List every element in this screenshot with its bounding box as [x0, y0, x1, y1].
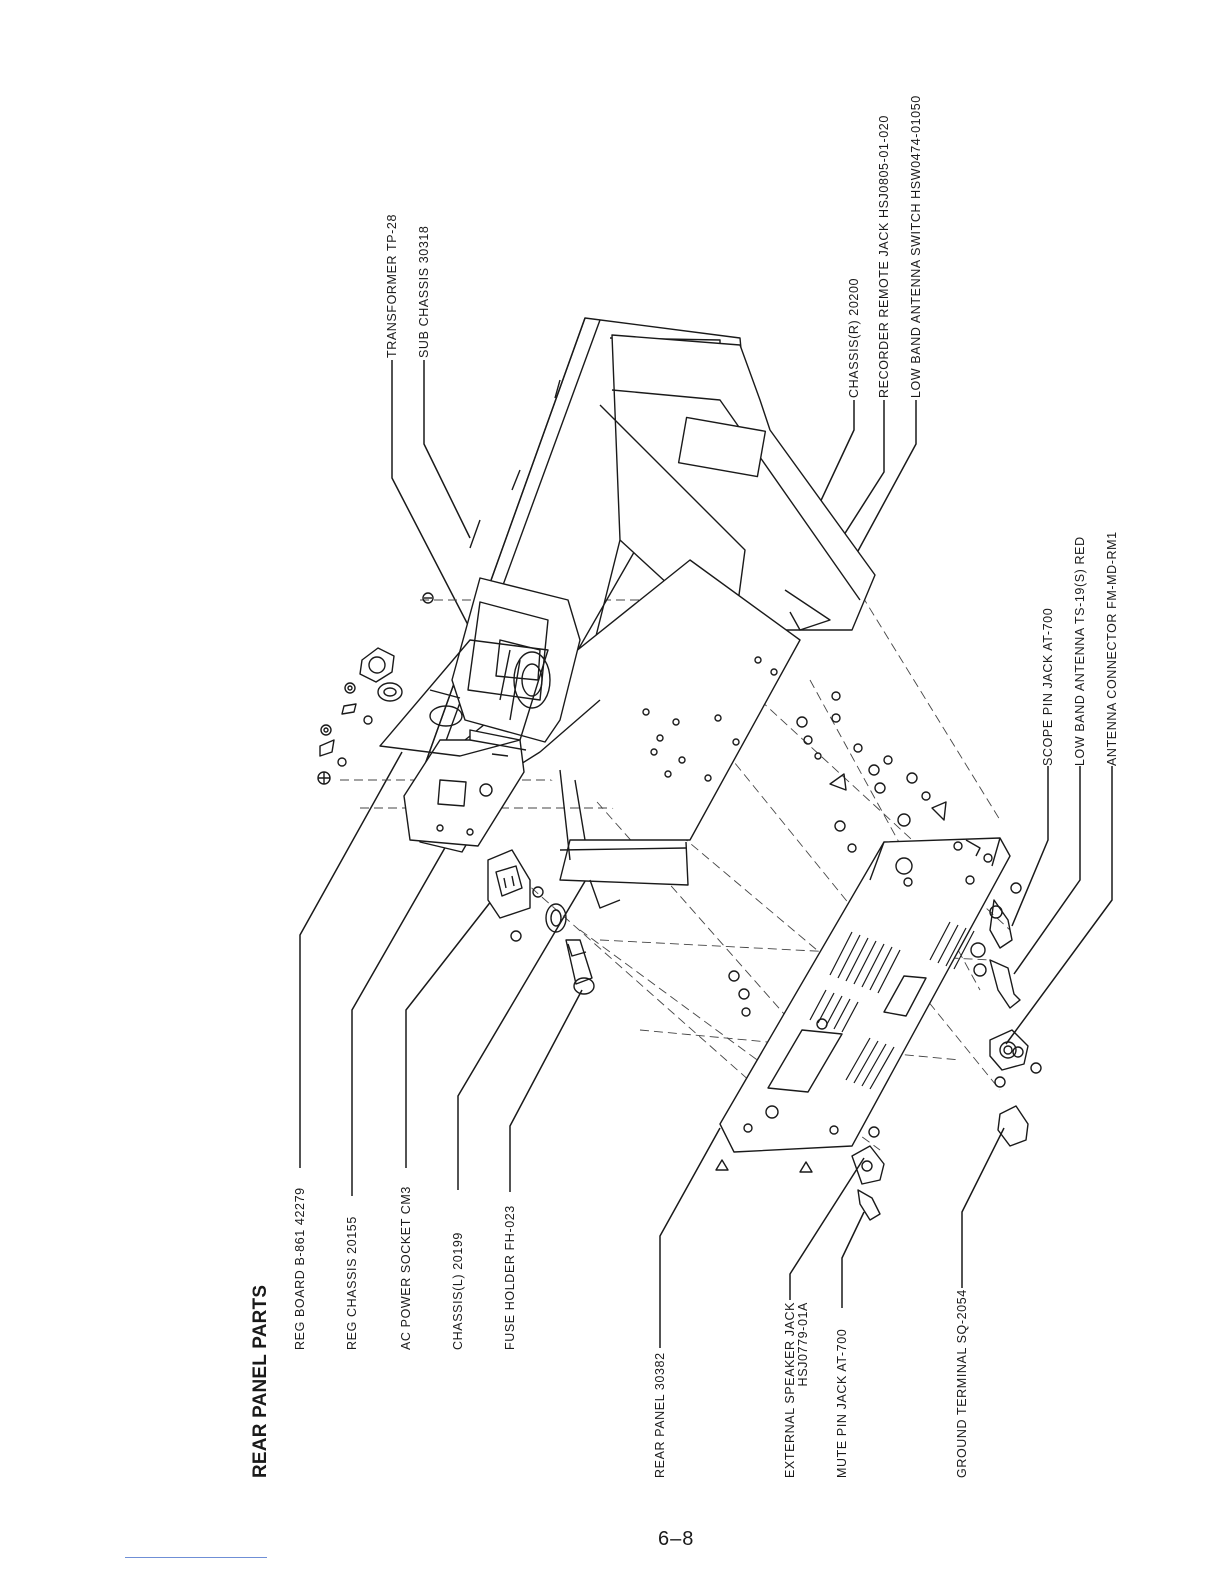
leader-transformer [391, 360, 483, 653]
label-chassis-l: CHASSIS(L) 20199 [451, 1232, 465, 1350]
leader-reg-chassis [351, 817, 463, 1196]
label-ext-speaker-jack: EXTERNAL SPEAKER JACK HSJ0779-01A [783, 1302, 810, 1478]
leader-low-band-antenna [1013, 766, 1081, 975]
label-fuse-holder: FUSE HOLDER FH-023 [503, 1205, 517, 1350]
leader-mute-pin-jack [841, 1211, 865, 1308]
label-scope-pin-jack: SCOPE PIN JACK AT-700 [1041, 607, 1055, 766]
leader-rear-panel [659, 1127, 721, 1348]
fuse-holder-part [545, 903, 595, 995]
leader-scope-pin-jack [1011, 766, 1049, 927]
leader-chassis-r [809, 400, 855, 525]
reg-chassis-part [403, 729, 527, 847]
leader-chassis-l [457, 865, 595, 1190]
transformer-part [451, 577, 581, 743]
label-rear-panel: REAR PANEL 30382 [653, 1352, 667, 1478]
leader-fuse-holder [509, 989, 583, 1192]
label-low-band-antenna-switch: LOW BAND ANTENNA SWITCH HSW0474-01050 [909, 95, 923, 398]
leader-ac-power-socket [405, 899, 493, 1168]
label-transformer: TRANSFORMER TP-28 [385, 213, 399, 358]
leader-ext-speaker [789, 1157, 865, 1300]
label-sub-chassis: SUB CHASSIS 30318 [417, 225, 431, 358]
leader-lines [299, 360, 1113, 1348]
label-chassis-r: CHASSIS(R) 20200 [847, 277, 861, 398]
leader-sub-chassis [423, 360, 471, 539]
footer-rule [125, 1557, 267, 1558]
label-ground-terminal: GROUND TERMINAL SQ-2054 [955, 1289, 969, 1478]
leader-reg-board [299, 751, 403, 1168]
label-reg-board: REG BOARD B-861 42279 [293, 1187, 307, 1350]
label-recorder-remote-jack: RECORDER REMOTE JACK HSJ0805-01-020 [877, 115, 891, 398]
label-antenna-connector: ANTENNA CONNECTOR FM-MD-RM1 [1105, 531, 1119, 766]
leader-ground-terminal [961, 1127, 1005, 1288]
leader-antenna-connector [1005, 766, 1113, 1045]
label-low-band-antenna: LOW BAND ANTENNA TS-19(S) RED [1073, 536, 1087, 766]
front-jacks [851, 1145, 885, 1221]
rear-panel-part [719, 837, 1011, 1153]
label-ext-speaker-jack-part: HSJ0779-01A [796, 1302, 810, 1387]
label-reg-chassis: REG CHASSIS 20155 [345, 1216, 359, 1350]
hardware-rear-panel [715, 691, 1042, 1173]
page-number: 6–8 [658, 1528, 695, 1550]
rear-connectors [989, 899, 1029, 1147]
reg-board-part [379, 639, 549, 757]
ac-power-socket-part [487, 849, 544, 942]
label-mute-pin-jack: MUTE PIN JACK AT-700 [835, 1328, 849, 1478]
label-ac-power-socket: AC POWER SOCKET CM3 [399, 1186, 413, 1350]
hardware-top-left [317, 592, 434, 785]
page-title: REAR PANEL PARTS [250, 1284, 271, 1478]
